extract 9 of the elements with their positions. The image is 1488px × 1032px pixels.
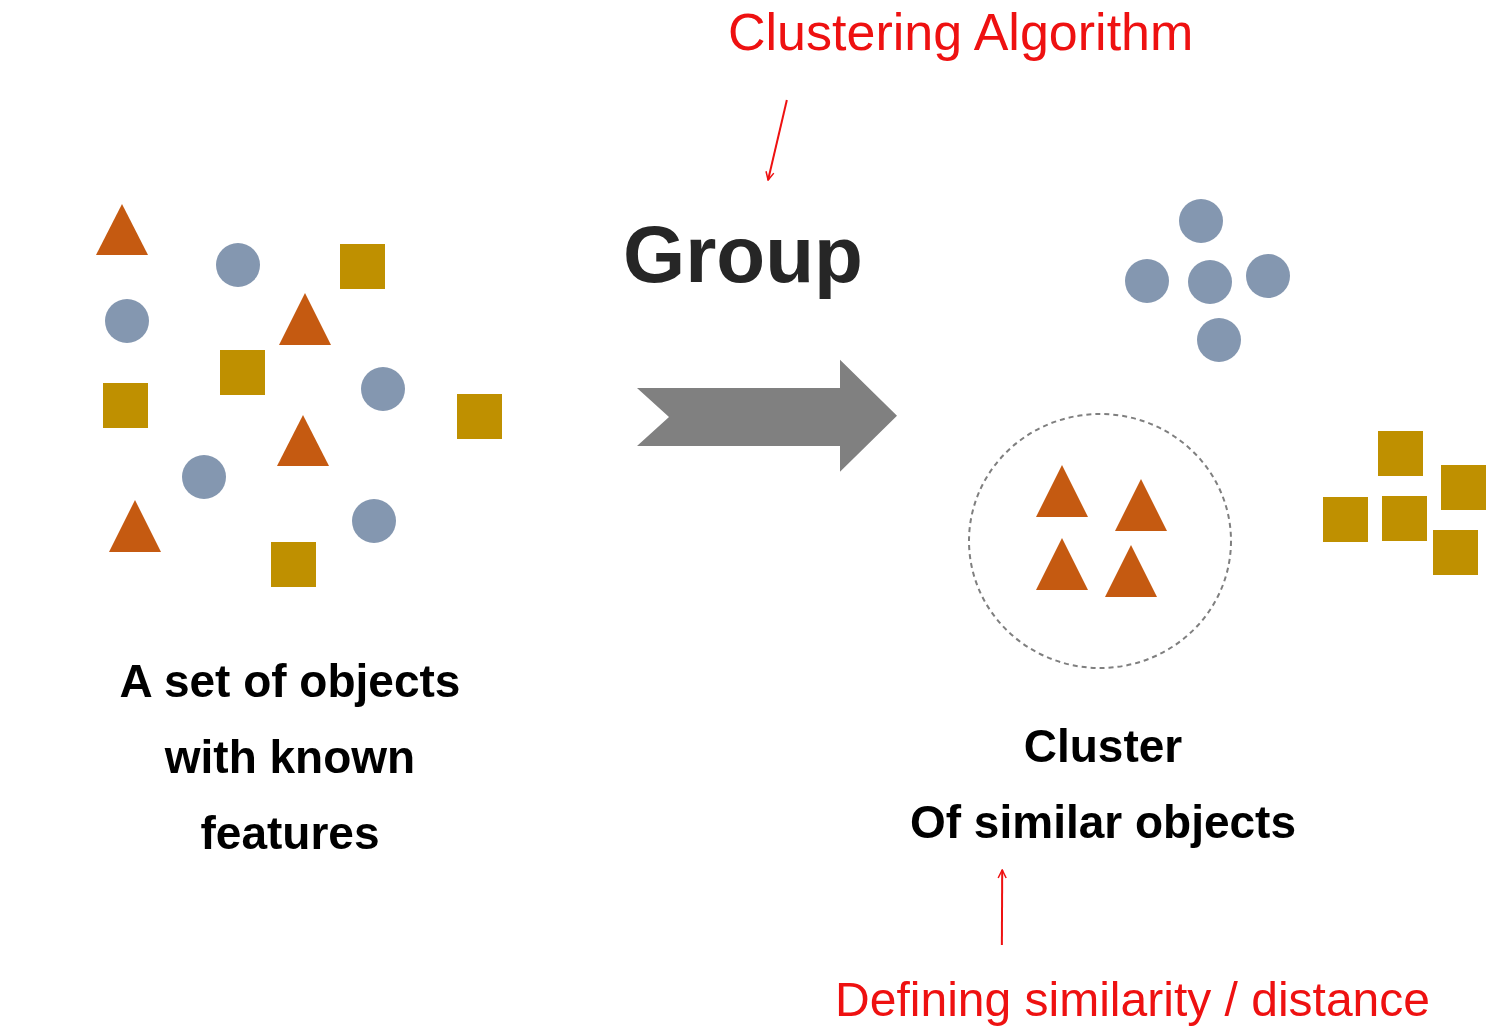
chevron-arrow	[637, 359, 897, 472]
step-label: Group	[623, 209, 863, 301]
arrow	[997, 869, 1007, 946]
algorithm-note: Clustering Algorithm	[728, 2, 1194, 63]
cluster-heading: Cluster	[1023, 719, 1183, 774]
cluster-caption: Of similar objects	[910, 795, 1296, 850]
similarity-note: Defining similarity / distance	[835, 972, 1430, 1028]
arrow	[765, 99, 788, 181]
input-set-caption: A set of objects with known features	[118, 654, 462, 861]
